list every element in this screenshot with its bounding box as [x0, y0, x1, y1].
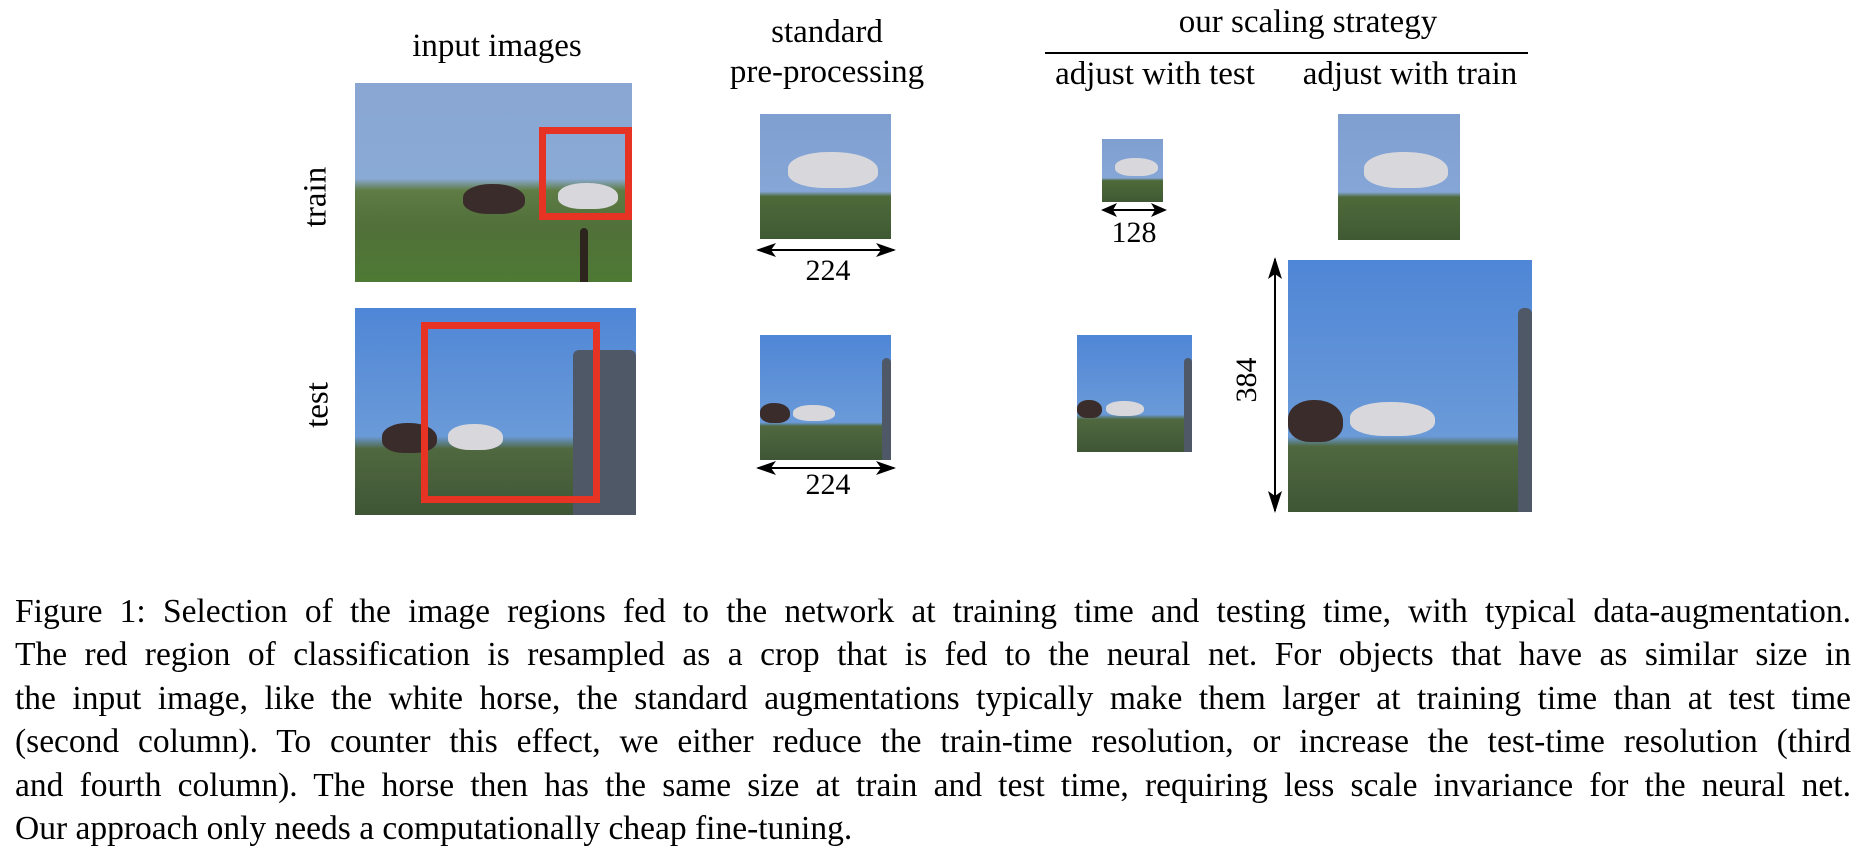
white-horse — [1106, 401, 1144, 416]
stone-tower — [573, 350, 636, 515]
white-horse — [793, 405, 835, 421]
standard-crop-test — [760, 335, 891, 460]
caption-line: and fourth column). The horse then has t… — [15, 766, 1851, 804]
crop-box-test — [421, 322, 600, 503]
input-image-test — [355, 308, 636, 515]
adjust-test-train-size: 128 — [1111, 216, 1157, 249]
dimension-arrow-384 — [1268, 257, 1282, 513]
stone-tower — [1184, 358, 1192, 452]
std-train-size: 224 — [805, 254, 851, 287]
white-horse — [1364, 152, 1448, 188]
white-horse — [558, 183, 618, 209]
caption-line: (second column). To counter this effect,… — [15, 723, 1851, 761]
adjust-train-train-crop — [1338, 114, 1460, 240]
fence-post — [580, 228, 588, 282]
dark-horse — [1077, 400, 1102, 418]
std-test-size: 224 — [805, 468, 851, 501]
header-our-scaling-strategy: our scaling strategy — [1178, 4, 1438, 40]
row-label-train: train — [297, 166, 334, 228]
white-horse — [1115, 158, 1158, 176]
input-image-train — [355, 83, 632, 282]
adjust-train-test-crop — [1288, 260, 1532, 512]
header-adjust-with-train: adjust with train — [1302, 56, 1518, 92]
dark-horse — [463, 184, 525, 214]
dimension-arrow-std-test — [756, 461, 896, 475]
figure-caption: Figure 1: Selection of the image regions… — [15, 590, 1851, 850]
crop-box-train — [539, 127, 632, 220]
header-input-images: input images — [412, 28, 582, 64]
dimension-arrow-128 — [1101, 203, 1167, 217]
white-horse — [448, 424, 503, 450]
header-standard: standard — [771, 14, 883, 50]
stone-tower — [1518, 308, 1532, 512]
standard-crop-train — [760, 114, 891, 239]
stone-tower — [882, 358, 891, 460]
caption-line: the input image, like the white horse, t… — [15, 679, 1851, 717]
header-divider — [1045, 52, 1528, 54]
row-label-test: test — [299, 382, 336, 428]
dark-horse — [1288, 400, 1343, 442]
header-adjust-with-test: adjust with test — [1055, 56, 1255, 92]
adjust-test-train-crop — [1102, 139, 1163, 202]
caption-line: Figure 1: Selection of the image regions… — [15, 593, 1851, 630]
caption-line: The red region of classification is resa… — [15, 636, 1851, 674]
caption-line: Our approach only needs a computationall… — [15, 809, 853, 847]
adjust-test-test-crop — [1077, 335, 1192, 452]
dimension-arrow-std-train — [756, 243, 896, 257]
white-horse — [1350, 402, 1435, 436]
dark-horse — [760, 403, 790, 423]
adjust-train-test-size: 384 — [1230, 357, 1263, 403]
white-horse — [788, 152, 878, 188]
header-pre-processing: pre-processing — [729, 54, 925, 90]
